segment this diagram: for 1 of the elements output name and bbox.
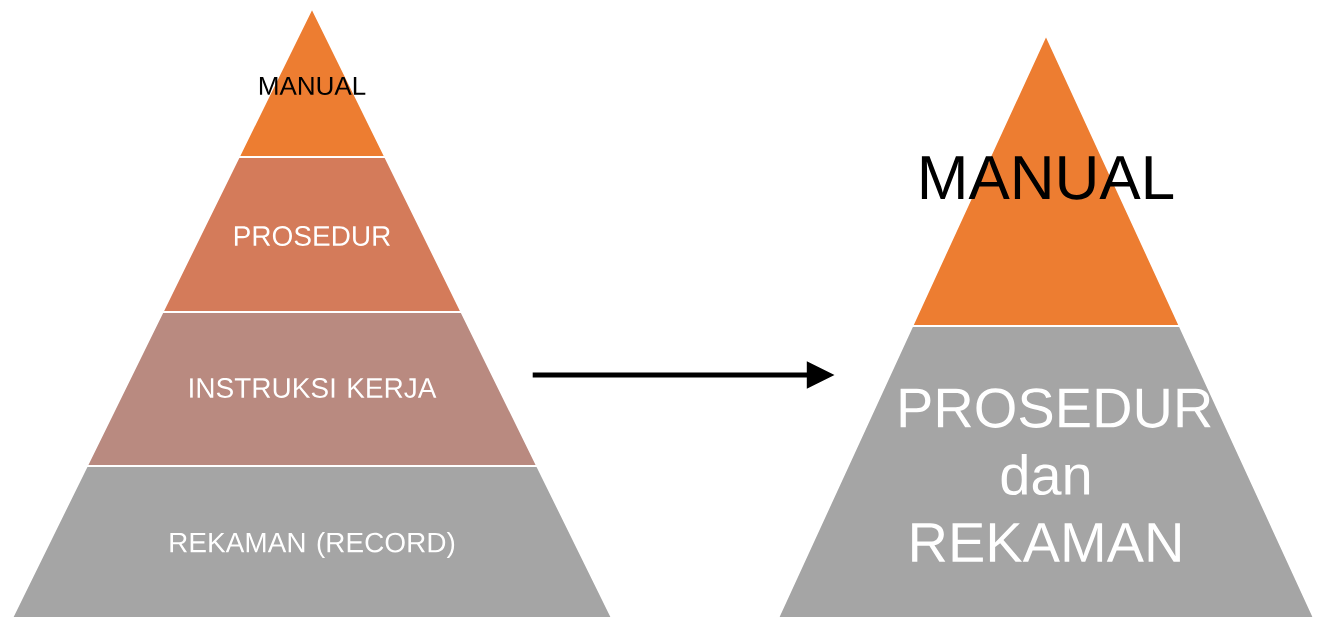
pyramid-band: INSTRUKSI KERJA [85, 311, 539, 467]
